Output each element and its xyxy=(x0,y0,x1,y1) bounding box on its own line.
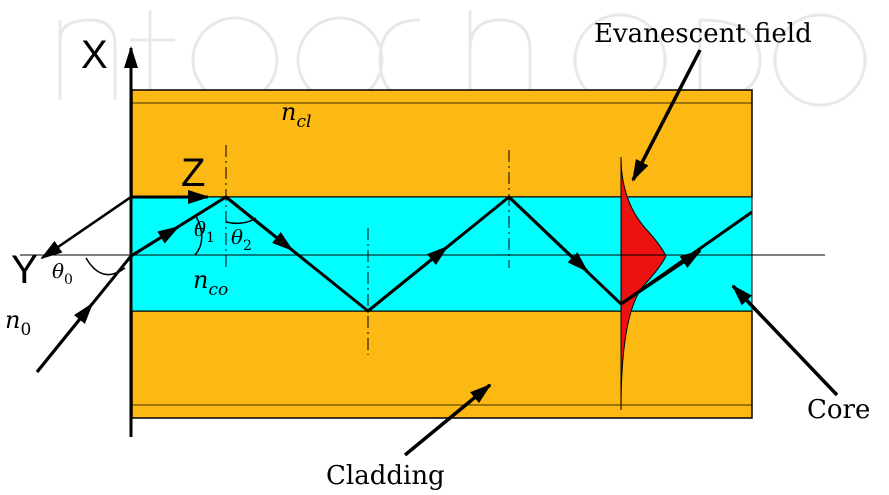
evanescent-callout-arrow xyxy=(631,49,702,182)
theta-2-arc xyxy=(225,217,257,225)
axis-x-label: X xyxy=(81,33,108,77)
theta-0-label: θ0 xyxy=(52,259,73,288)
reflected-ray xyxy=(40,195,132,260)
cladding-callout-arrow xyxy=(403,383,492,457)
n-cl-label: ncl xyxy=(281,98,311,132)
cladding-top xyxy=(131,89,753,198)
evanescent-field xyxy=(620,156,667,411)
theta-1-arc xyxy=(194,215,203,256)
theta-0-arc xyxy=(85,257,126,276)
n-0-label: n0 xyxy=(5,306,31,340)
cladding-label: Cladding xyxy=(326,461,445,491)
theta-1-label: θ1 xyxy=(194,217,215,246)
core-label: Core xyxy=(807,395,870,425)
axis-z-label: Z xyxy=(181,151,205,195)
cladding-bottom xyxy=(131,310,753,419)
evanescent-field-label: Evanescent field xyxy=(594,19,812,49)
core-callout-arrow xyxy=(731,284,839,397)
n-co-label: nco xyxy=(193,266,228,300)
theta-2-label: θ2 xyxy=(231,225,252,254)
axis-y-label: Y xyxy=(11,248,38,292)
